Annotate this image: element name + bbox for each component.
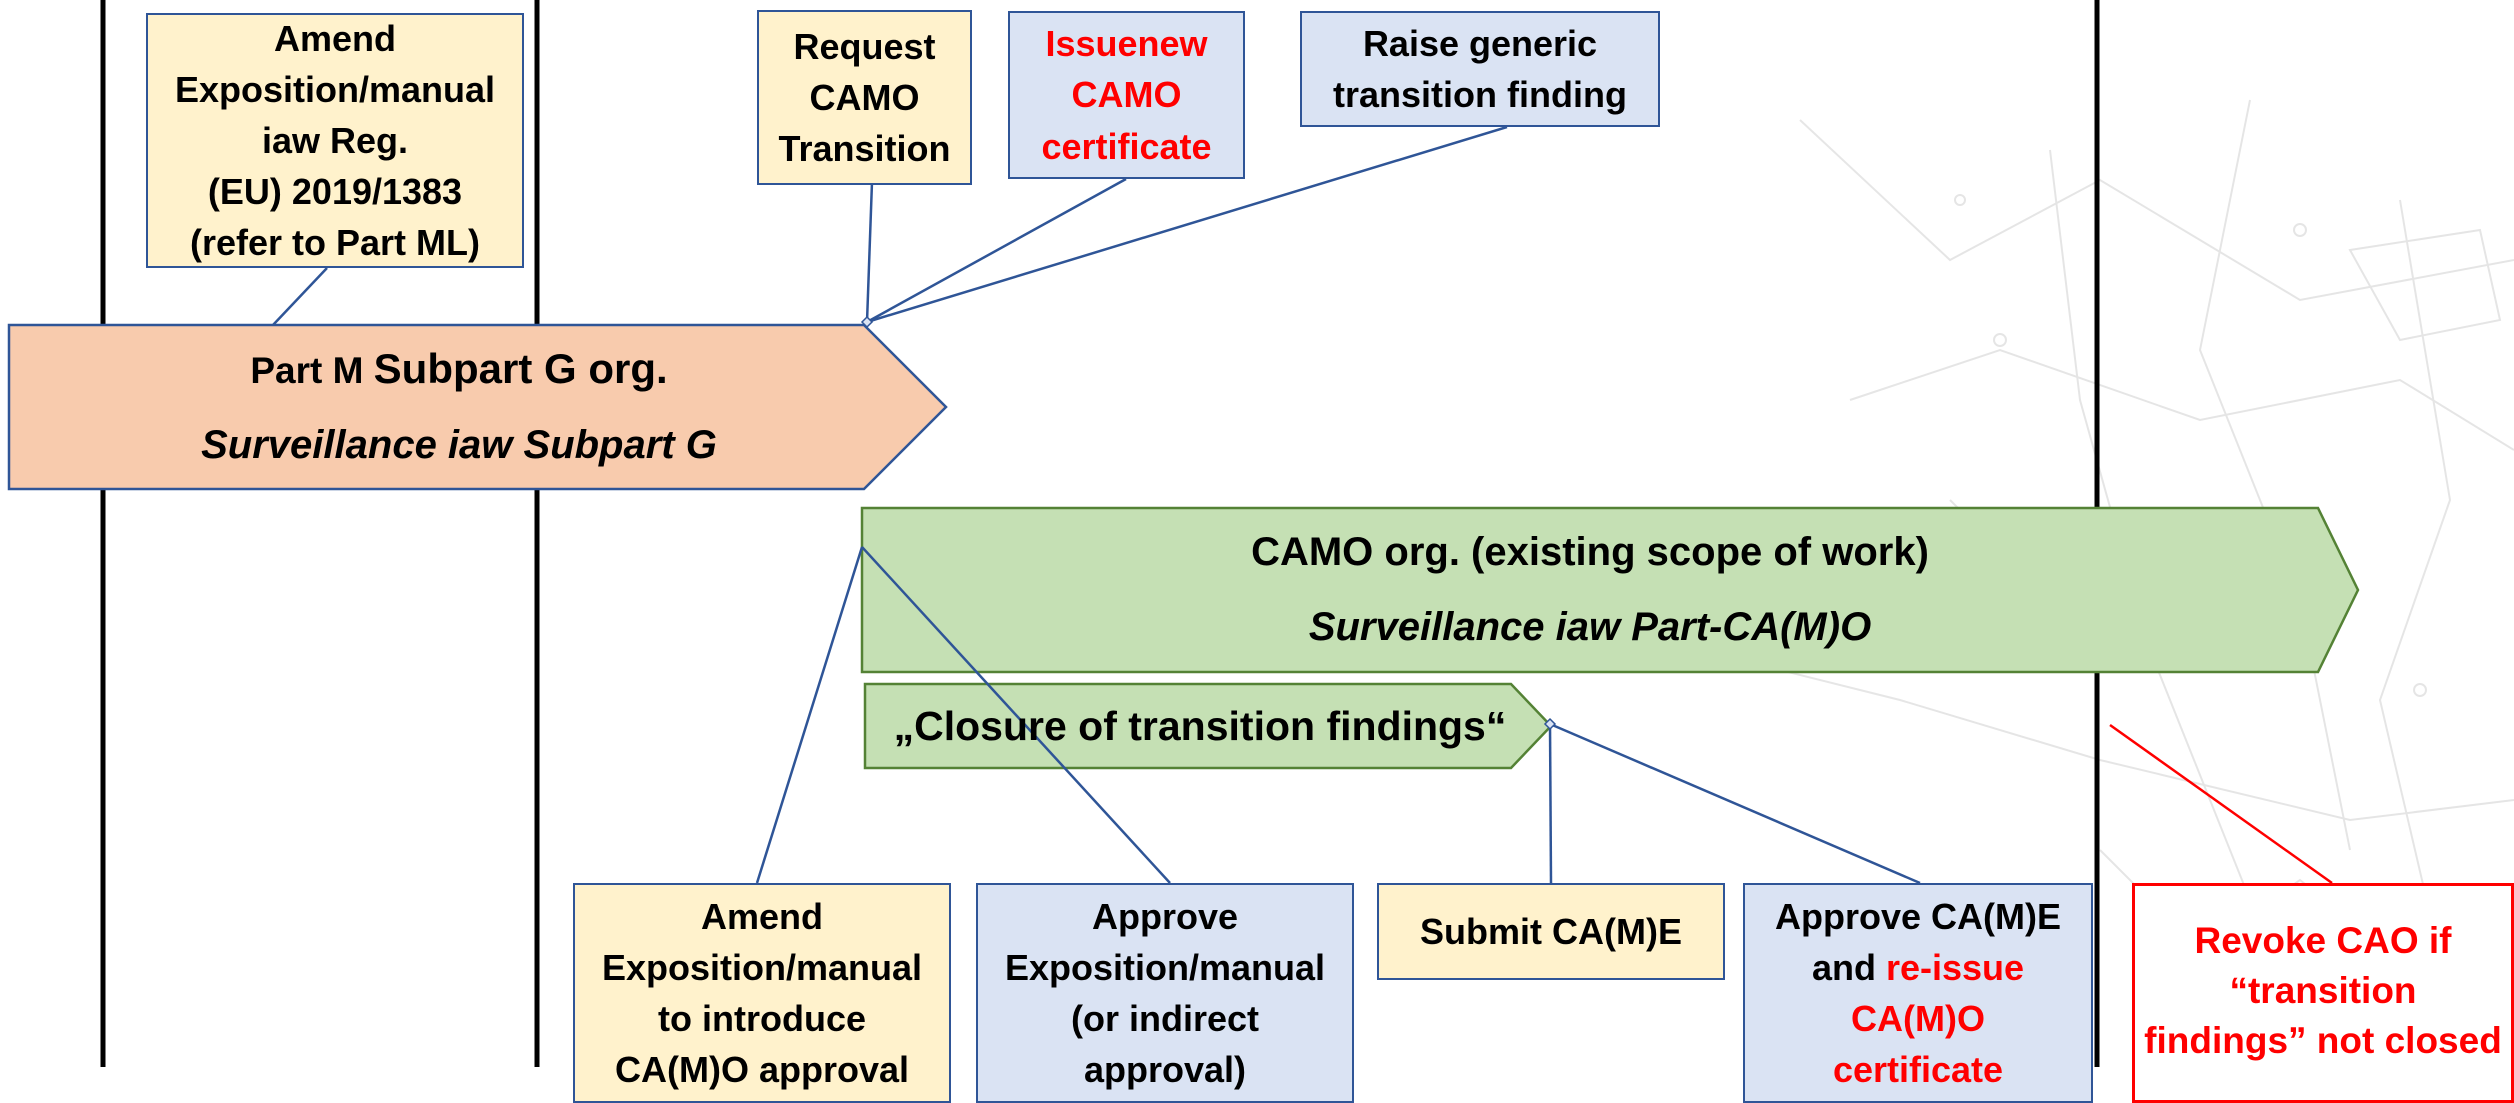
amend-camo-line-1: Amend xyxy=(700,896,823,937)
approve-exposition-line-4: approval) xyxy=(1083,1049,1247,1091)
issue-certificate-line-2: CAMO xyxy=(1071,74,1182,116)
top-connector-lines xyxy=(272,125,1508,326)
camo-title: CAMO org. (existing scope of work) xyxy=(1251,530,1929,574)
request-transition-line-1: Request xyxy=(793,25,936,67)
approve-reissue-line-4: certificate xyxy=(1832,1049,2004,1091)
approve-exposition-line-3: (or indirect xyxy=(1070,998,1259,1040)
amend-part-ml-line-4: (EU) 2019/1383 xyxy=(207,171,463,213)
approve-reissue-line-1: Approve CA(M)E xyxy=(1775,896,2061,937)
amend-camo-line-3: to introduce xyxy=(658,998,866,1040)
top-connector-handle xyxy=(860,315,874,329)
revoke-cao-line-2: “transition xyxy=(2229,969,2417,1011)
request-transition-line-2: CAMO xyxy=(809,76,920,118)
approve-reissue-red: re-issue xyxy=(1885,947,2025,989)
issue-certificate-line-3: certificate xyxy=(1041,125,1212,167)
amend-camo-line-4: CA(M)O approval xyxy=(614,1049,909,1091)
revoke-cao-box: Revoke CAO if “transition findings” not … xyxy=(2132,883,2514,1103)
issue-certificate-box: Issuenew CAMO certificate xyxy=(1008,11,1245,179)
subpart-g-title-small: Part M xyxy=(250,350,374,391)
closure-arrow-shape xyxy=(863,682,1553,770)
submit-came-box: Submit CA(M)E xyxy=(1377,883,1725,980)
bottom-connector-handle xyxy=(1543,717,1557,731)
camo-arrow-shape xyxy=(860,506,2360,674)
approve-exposition-line-2: Exposition/manual xyxy=(1004,947,1326,989)
approve-reissue-box: Approve CA(M)E and re-issue CA(M)O certi… xyxy=(1743,883,2093,1103)
subpart-g-subtitle: Surveillance iaw Subpart G xyxy=(201,423,717,467)
amend-camo-line-2: Exposition/manual xyxy=(601,947,923,989)
approve-exposition-line-1: Approve xyxy=(1091,896,1239,937)
camo-subtitle: Surveillance iaw Part-CA(M)O xyxy=(1308,605,1872,649)
subpart-g-title-large: Subpart G org. xyxy=(373,345,668,392)
amend-part-ml-line-1: Amend xyxy=(273,17,396,59)
issue-certificate-line-1: Issuenew xyxy=(1045,23,1208,65)
amend-part-ml-line-3: iaw Reg. xyxy=(261,119,409,161)
raise-finding-line-2: transition finding xyxy=(1333,74,1627,115)
amend-part-ml-box: Amend Exposition/manual iaw Reg. (EU) 20… xyxy=(146,13,524,268)
approve-reissue-and: and xyxy=(1811,947,1886,989)
amend-part-ml-line-2: Exposition/manual xyxy=(174,68,496,110)
request-transition-box: Request CAMO Transition xyxy=(757,10,972,185)
subpart-g-arrow-shape xyxy=(7,323,948,491)
closure-title: „Closure of transition findings“ xyxy=(893,703,1507,749)
submit-came-label: Submit CA(M)E xyxy=(1420,910,1682,952)
revoke-cao-line-1: Revoke CAO if xyxy=(2194,920,2452,961)
subpart-g-title: Part M Subpart G org. xyxy=(9,345,909,393)
amend-camo-box: Amend Exposition/manual to introduce CA(… xyxy=(573,883,951,1103)
raise-finding-line-1: Raise generic xyxy=(1362,22,1598,64)
request-transition-line-3: Transition xyxy=(778,128,951,170)
approve-reissue-line-2: and re-issue xyxy=(1812,942,2024,993)
approve-reissue-line-3: CA(M)O xyxy=(1851,998,1985,1040)
revoke-cao-line-3: findings” not closed xyxy=(2144,1019,2502,1061)
raise-finding-box: Raise generic transition finding xyxy=(1300,11,1660,127)
amend-part-ml-line-5: (refer to Part ML) xyxy=(189,222,481,264)
revoke-connector-line xyxy=(2109,723,2333,885)
bottom-connector-lines xyxy=(755,546,1921,885)
approve-exposition-box: Approve Exposition/manual (or indirect a… xyxy=(976,883,1354,1103)
